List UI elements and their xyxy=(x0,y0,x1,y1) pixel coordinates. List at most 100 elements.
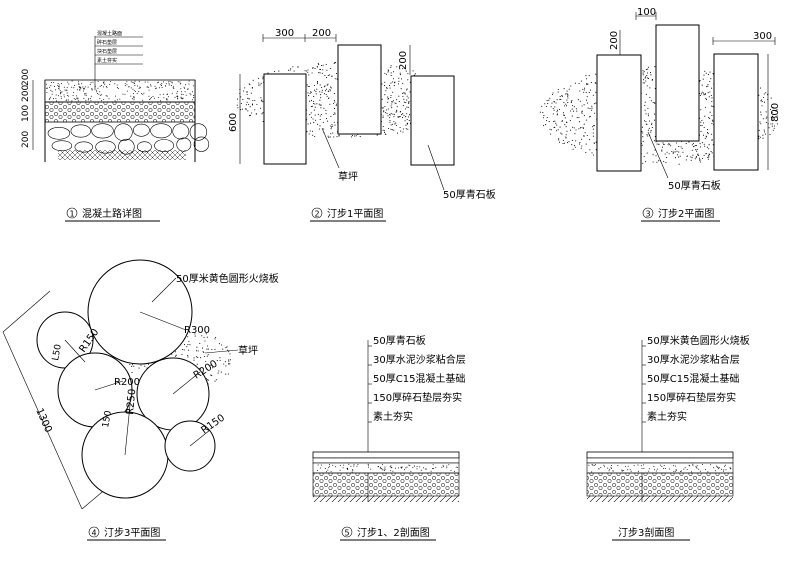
grass-dot xyxy=(400,88,402,90)
speckle-dot xyxy=(188,80,190,82)
grass-dot xyxy=(770,97,772,99)
speckle-dot xyxy=(92,81,94,83)
grass-dot xyxy=(771,115,774,117)
grass-dot xyxy=(562,139,564,142)
grass-dot xyxy=(350,136,352,138)
speckle-dot xyxy=(77,81,79,83)
grass-dot xyxy=(566,90,568,92)
speckle-dot xyxy=(377,466,379,468)
grass-dot xyxy=(322,69,324,71)
speckle-dot xyxy=(142,99,144,101)
speckle-dot xyxy=(641,468,643,470)
grass-dot xyxy=(383,130,386,132)
grass-dot xyxy=(249,114,252,116)
grass-dot xyxy=(556,99,558,101)
speckle-dot xyxy=(166,99,167,101)
speckle-dot xyxy=(457,466,459,468)
grass-dot xyxy=(656,143,658,145)
grass-dot xyxy=(308,74,310,76)
grass-dot xyxy=(246,101,248,103)
grass-dot xyxy=(665,162,667,164)
grass-dot xyxy=(402,131,404,133)
grass-dot xyxy=(195,350,198,352)
grass-dot xyxy=(776,109,778,111)
speckle-dot xyxy=(663,465,665,466)
grass-dot xyxy=(591,105,593,107)
grass-dot xyxy=(589,89,592,91)
grass-dot xyxy=(325,63,327,65)
grass-dot xyxy=(329,86,332,88)
speckle-dot xyxy=(191,99,193,101)
speckle-dot xyxy=(49,86,51,88)
grass-dot xyxy=(652,101,654,104)
grass-dot xyxy=(326,95,328,97)
grass-dot xyxy=(707,155,709,157)
grass-dot xyxy=(555,122,557,124)
grass-dot xyxy=(321,86,323,89)
speckle-dot xyxy=(57,84,59,86)
speckle-dot xyxy=(114,100,116,102)
grass-dot xyxy=(312,134,314,136)
grass-dot xyxy=(196,346,198,348)
grass-dot xyxy=(390,105,392,107)
speckle-dot xyxy=(91,89,93,91)
grass-dot xyxy=(707,157,709,159)
speckle-dot xyxy=(85,93,87,94)
speckle-dot xyxy=(443,466,445,468)
grass-dot xyxy=(396,99,398,101)
grass-dot xyxy=(562,112,565,114)
speckle-dot xyxy=(686,469,688,470)
grass-dot xyxy=(580,126,582,129)
grass-dot xyxy=(666,151,668,153)
grass-dot xyxy=(595,141,597,143)
grass-dot xyxy=(582,88,584,90)
grass-dot xyxy=(331,123,333,126)
grass-dot xyxy=(585,78,588,80)
grass-dot xyxy=(387,71,389,73)
speckle-dot xyxy=(320,467,322,469)
section-slab xyxy=(312,451,460,459)
section-soil xyxy=(313,496,459,502)
grass-dot xyxy=(260,82,262,84)
grass-dot xyxy=(334,78,336,80)
grass-dot xyxy=(323,107,325,109)
speckle-dot xyxy=(63,86,65,88)
dim-label: 800 xyxy=(770,103,781,122)
grass-dot xyxy=(574,146,576,148)
grass-dot xyxy=(573,127,575,129)
speckle-dot xyxy=(621,470,623,472)
grass-dot xyxy=(705,72,707,74)
speckle-dot xyxy=(380,467,382,469)
grass-dot xyxy=(402,82,404,84)
speckle-dot xyxy=(78,86,80,87)
layer-label: 50厚米黄色圆形火烧板 xyxy=(647,334,750,347)
grass-dot xyxy=(335,62,337,64)
speckle-dot xyxy=(617,465,619,466)
detail-stepping-3-section: 50厚米黄色圆形火烧板30厚水泥沙浆粘合层50厚C15混凝土基础150厚碎石垫层… xyxy=(586,334,750,541)
speckle-dot xyxy=(180,91,182,93)
speckle-dot xyxy=(90,99,92,101)
grass-dot xyxy=(693,145,695,148)
grass-dot xyxy=(654,102,656,104)
stone-slab xyxy=(655,24,700,142)
grass-dot xyxy=(390,124,392,126)
grass-dot xyxy=(559,126,561,128)
layer-label: 150厚碎石垫层夯实 xyxy=(373,391,462,404)
grass-dot xyxy=(408,102,410,105)
speckle-dot xyxy=(660,464,661,466)
grass-dot xyxy=(556,109,559,111)
speckle-dot xyxy=(190,94,192,96)
speckle-dot xyxy=(162,81,164,83)
grass-dot xyxy=(651,123,653,126)
grass-dot xyxy=(202,351,204,353)
grass-dot xyxy=(578,116,580,119)
grass-dot xyxy=(759,121,761,123)
grass-dot xyxy=(391,101,393,103)
speckle-dot xyxy=(90,95,92,97)
grass-dot xyxy=(709,80,711,83)
grass-dot xyxy=(712,105,714,108)
speckle-dot xyxy=(424,468,426,470)
speckle-dot xyxy=(675,469,677,471)
grass-dot xyxy=(405,116,407,118)
speckle-dot xyxy=(184,87,186,89)
